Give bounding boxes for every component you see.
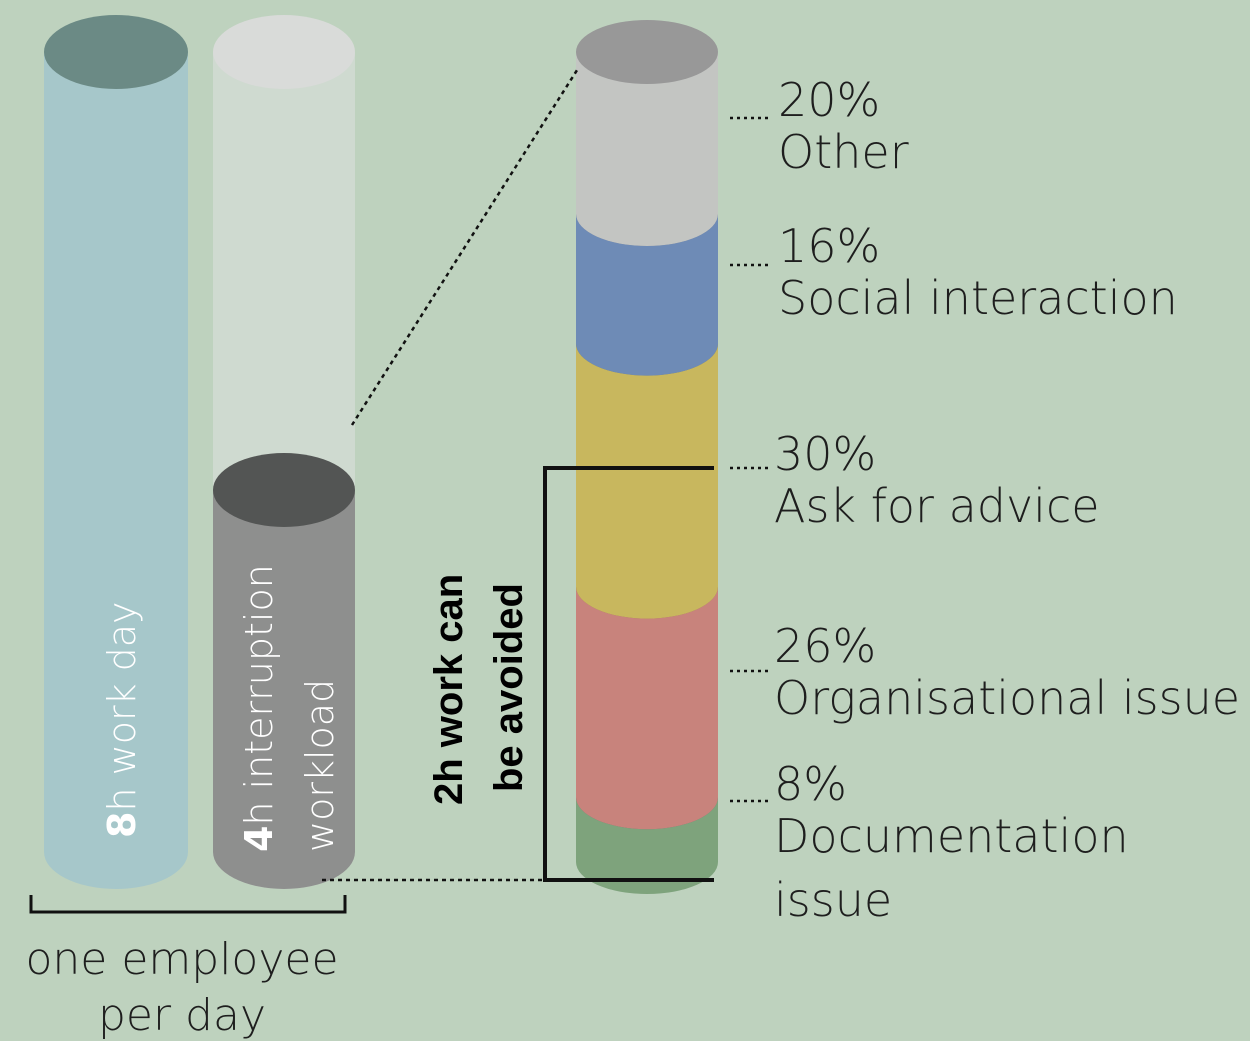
- label-ask-for-advice-name: Ask for advice: [774, 479, 1100, 533]
- segment-other-top: [576, 20, 718, 84]
- interruption-bar-label-line2: workload: [298, 679, 342, 852]
- total-bar-suffix: h work day: [100, 601, 144, 811]
- interruption-bar-label: 4h interruption: [237, 564, 281, 852]
- avoidable-bracket: [543, 466, 714, 882]
- label-organisational-issue-name: Organisational issue: [774, 671, 1240, 725]
- interruption-bar-top: [213, 453, 355, 527]
- segment-social-interaction-body: [576, 214, 718, 376]
- avoidable-label-line2: be avoided: [487, 583, 531, 792]
- interruption-bar-body: [213, 490, 355, 889]
- total-bar-top: [44, 15, 188, 89]
- interruption-bar-hours: 4: [237, 826, 281, 852]
- total-bar-hours: 8: [100, 812, 144, 838]
- label-ask-for-advice-percent: 30%: [774, 427, 876, 481]
- connector-layer: [322, 66, 581, 882]
- group-label-line2: per day: [98, 990, 266, 1041]
- segment-other-body: [576, 52, 718, 246]
- label-other-percent: 20%: [778, 73, 880, 127]
- avoidable-label-line1: 2h work can: [427, 574, 471, 805]
- group-bracket: [29, 895, 347, 914]
- label-organisational-issue-percent: 26%: [774, 619, 876, 673]
- interruption-ghost-top: [213, 15, 355, 89]
- segment-ask-for-advice-body: [576, 343, 718, 619]
- label-social-interaction-name: Social interaction: [778, 271, 1178, 325]
- segment-label-layer: 20%Other 16%Social interaction 30%Ask for …: [730, 73, 1240, 927]
- label-documentation-issue-name: Documentation: [774, 809, 1129, 863]
- total-bar-body: [44, 52, 188, 889]
- total-bar-label: 8h work day: [100, 601, 144, 838]
- group-label-line1: one employee: [25, 934, 338, 985]
- label-other-name: Other: [778, 125, 909, 179]
- label-documentation-issue-name-line2: issue: [774, 873, 892, 927]
- cylinder-layer: [44, 15, 718, 894]
- interruption-bar-line1: h interruption: [237, 564, 281, 825]
- segment-organisational-issue-body: [576, 586, 718, 830]
- label-documentation-issue-percent: 8%: [774, 757, 847, 811]
- zoom-connector-top: [350, 66, 581, 426]
- label-social-interaction-percent: 16%: [778, 219, 880, 273]
